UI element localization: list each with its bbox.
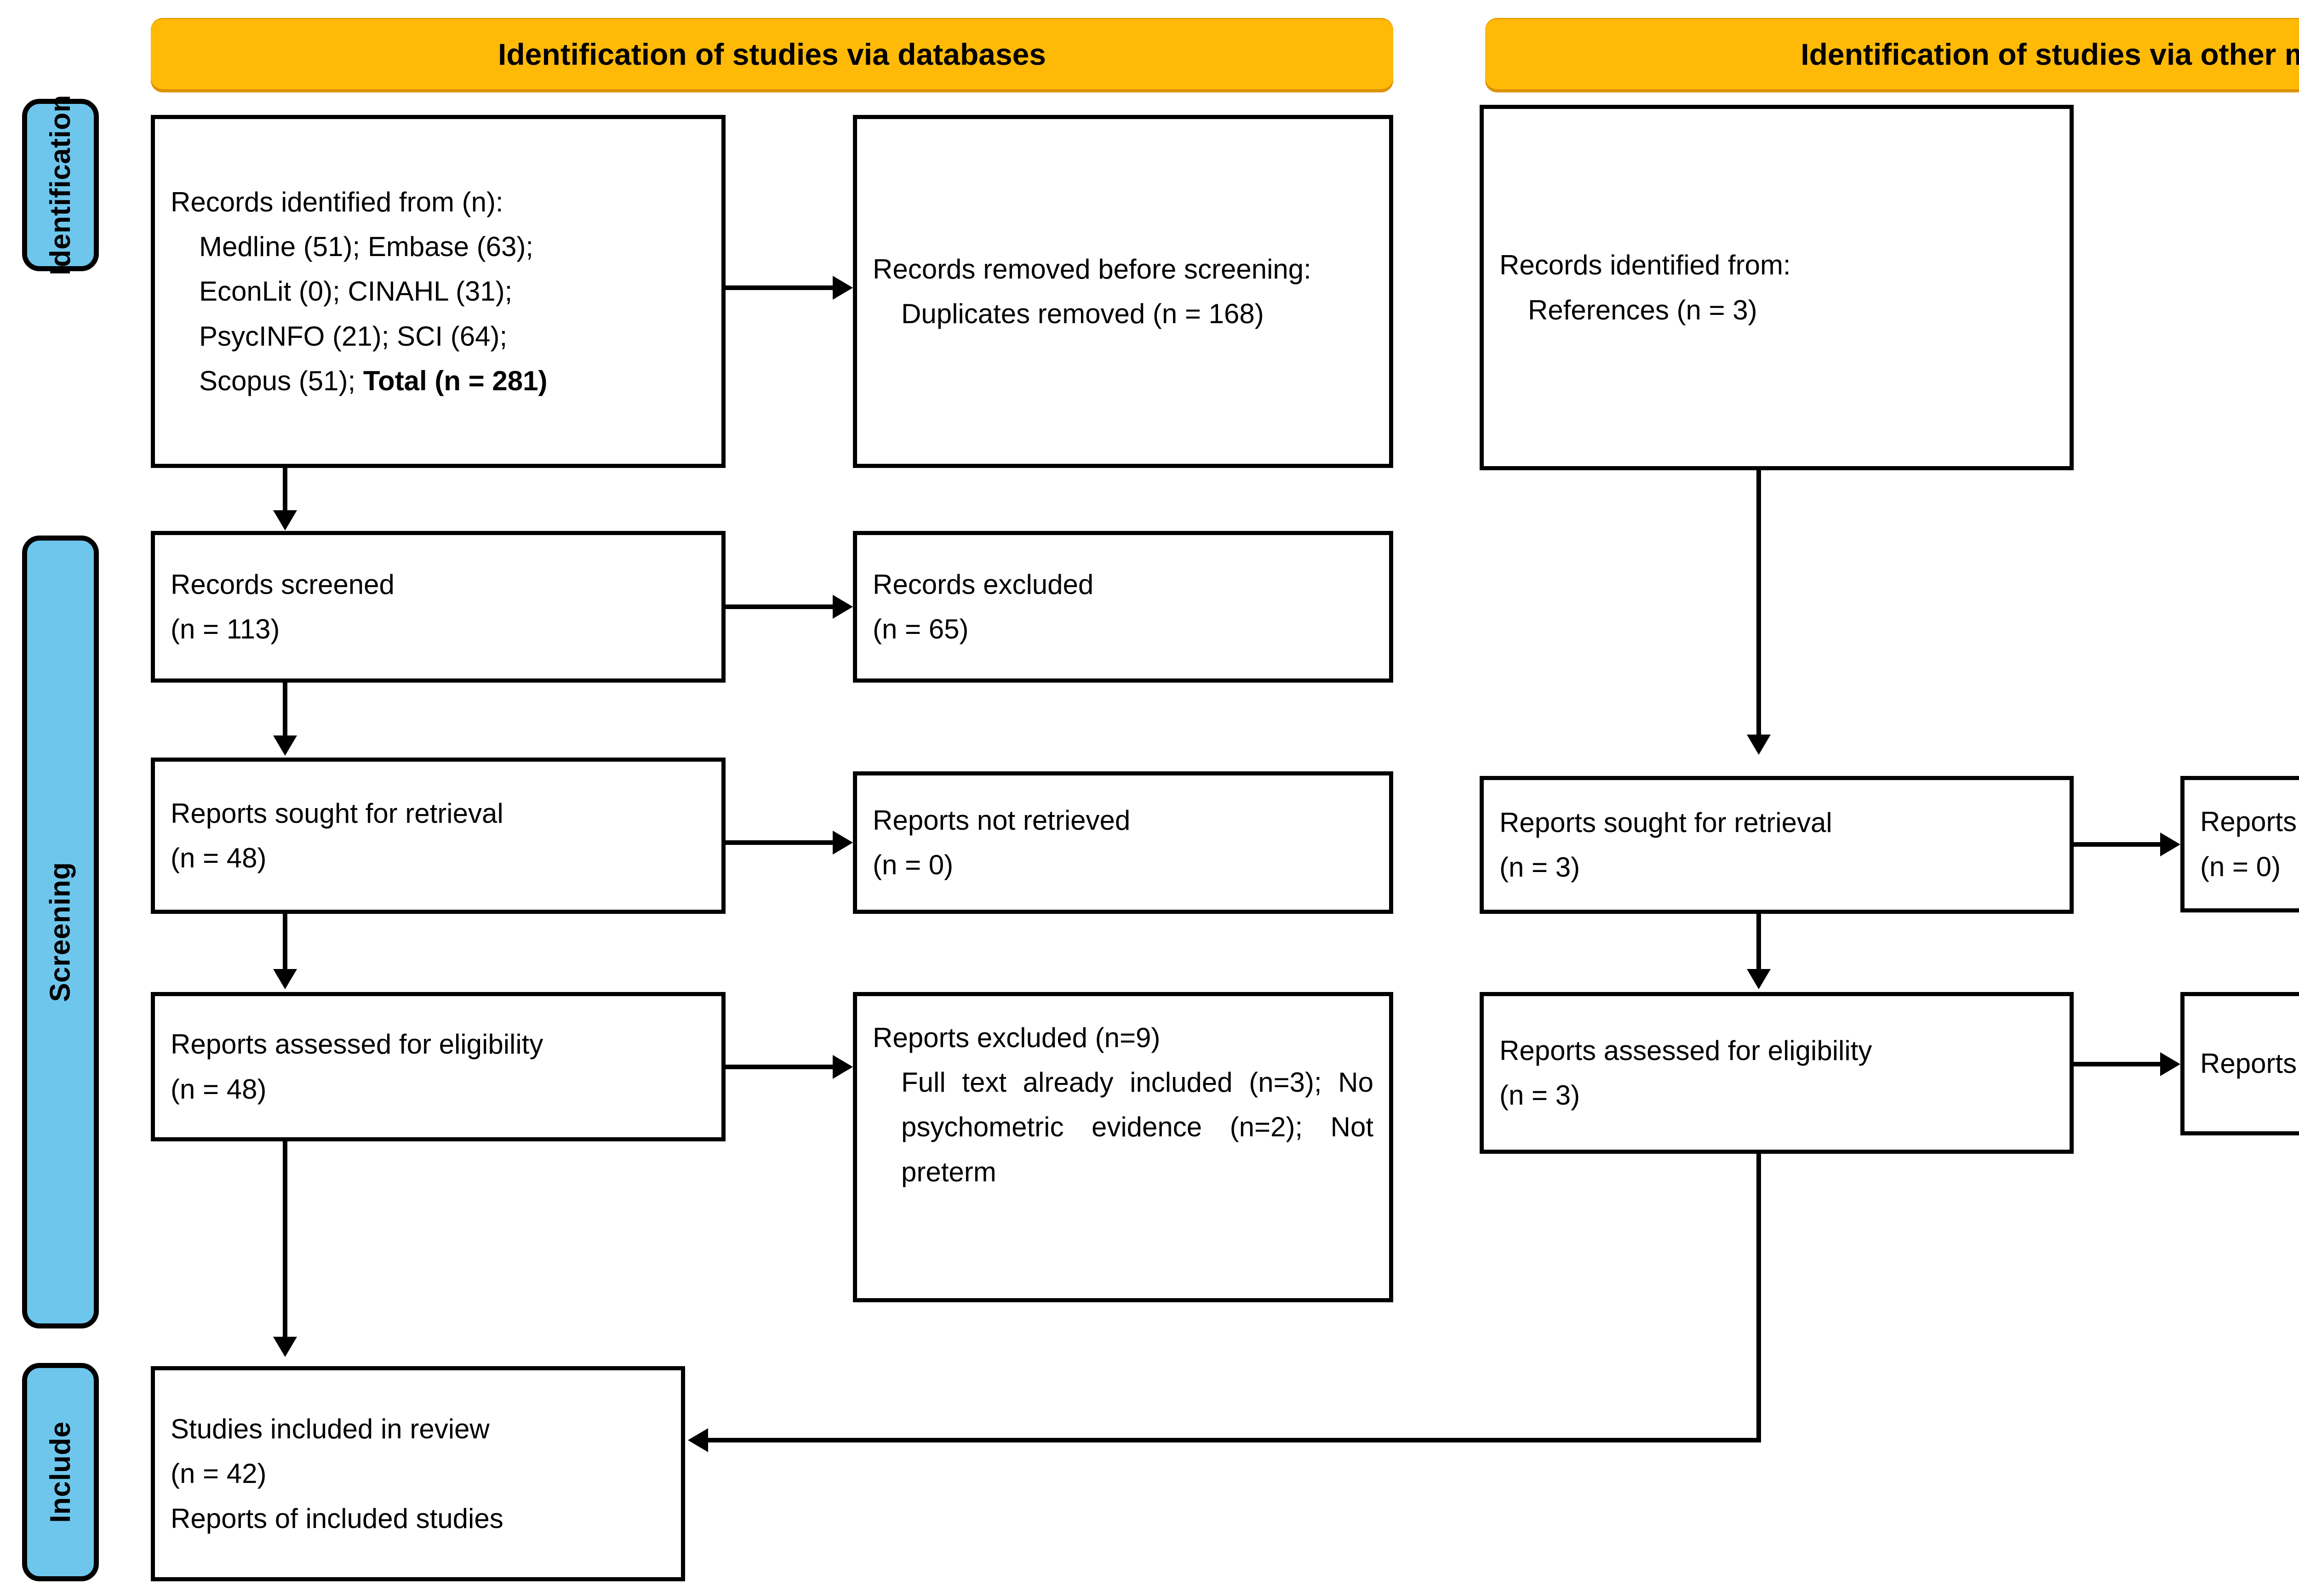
records-screened-label: Records screened <box>171 569 395 600</box>
other-reports-sought-count: (n = 3) <box>1499 852 1580 883</box>
arrowhead-other-assessed-to-excluded <box>2160 1052 2180 1076</box>
connector-assessed-to-included <box>283 1141 287 1339</box>
box-records-removed-before-screening: Records removed before screening: Duplic… <box>853 115 1393 468</box>
box-records-screened: Records screened (n = 113) <box>151 531 726 683</box>
phase-tab-screening-label: Screening <box>45 862 76 1002</box>
arrowhead-sought-to-notretrieved <box>833 831 853 855</box>
arrowhead-other-assessed-to-included <box>688 1428 708 1452</box>
reports-not-retrieved-count: (n = 0) <box>873 849 954 880</box>
reports-assessed-count: (n = 48) <box>171 1073 267 1105</box>
phase-tab-identification: Identification <box>22 95 99 275</box>
connector-identified-to-removed <box>726 285 833 290</box>
other-identified-heading: Records identified from: <box>1499 250 1791 281</box>
banner-databases: Identification of studies via databases <box>151 19 1393 89</box>
other-reports-excluded-label: Reports excluded (n = 0) <box>2200 1048 2299 1079</box>
connector-other-assessed-left <box>708 1438 1761 1442</box>
box-reports-not-retrieved-databases: Reports not retrieved (n = 0) <box>853 771 1393 914</box>
records-identified-source-3: PsycINFO (21); SCI (64); <box>199 320 508 352</box>
arrowhead-other-identified-to-sought <box>1747 735 1771 755</box>
studies-included-line1: Studies included in review <box>171 1414 490 1445</box>
arrowhead-screened-to-sought <box>273 735 297 756</box>
box-reports-not-retrieved-other: Reports not retrieved (n = 0) <box>2180 776 2299 912</box>
records-identified-source-2: EconLit (0); CINAHL (31); <box>199 276 513 307</box>
box-reports-assessed-other: Reports assessed for eligibility (n = 3) <box>1480 992 2074 1154</box>
arrowhead-other-sought-to-notretrieved <box>2160 832 2180 856</box>
connector-other-identified-to-sought <box>1756 470 1761 737</box>
records-identified-total: Scopus (51); Total (n = 281) <box>171 359 706 403</box>
records-removed-duplicates: Duplicates removed (n = 168) <box>901 298 1264 329</box>
box-reports-excluded-other: Reports excluded (n = 0) <box>2180 992 2299 1135</box>
connector-other-assessed-down <box>1756 1154 1761 1442</box>
records-removed-heading: Records removed before screening: <box>873 253 1311 285</box>
connector-screened-to-excluded <box>726 604 833 609</box>
arrowhead-assessed-to-included <box>273 1337 297 1357</box>
reports-not-retrieved-label: Reports not retrieved <box>873 804 1131 836</box>
connector-identified-to-screened <box>283 468 287 514</box>
arrowhead-screened-to-excluded <box>833 595 853 619</box>
records-excluded-count: (n = 65) <box>873 614 969 644</box>
connector-other-sought-to-notretrieved <box>2074 842 2160 847</box>
other-reports-sought-label: Reports sought for retrieval <box>1499 807 1832 838</box>
phase-tab-identification-label: Identification <box>45 95 76 275</box>
reports-sought-label: Reports sought for retrieval <box>171 798 503 829</box>
connector-assessed-to-excluded <box>726 1065 833 1069</box>
box-records-identified-other: Records identified from: References (n =… <box>1480 105 2074 470</box>
box-reports-sought-other: Reports sought for retrieval (n = 3) <box>1480 776 2074 914</box>
other-reports-not-retrieved-count: (n = 0) <box>2200 851 2281 882</box>
studies-included-line2: (n = 42) <box>171 1458 267 1489</box>
other-reports-assessed-count: (n = 3) <box>1499 1080 1580 1111</box>
records-identified-total-prefix: Scopus (51); <box>199 365 363 396</box>
arrowhead-other-sought-to-assessed <box>1747 969 1771 989</box>
records-screened-count: (n = 113) <box>171 614 280 644</box>
box-records-excluded: Records excluded (n = 65) <box>853 531 1393 683</box>
box-reports-assessed-databases: Reports assessed for eligibility (n = 48… <box>151 992 726 1141</box>
arrowhead-identified-to-screened <box>273 510 297 530</box>
connector-other-sought-to-assessed <box>1756 914 1761 971</box>
box-records-identified-databases: Records identified from (n): Medline (51… <box>151 115 726 468</box>
arrowhead-identified-to-removed <box>833 276 853 300</box>
records-identified-heading: Records identified from (n): <box>171 187 503 218</box>
studies-included-line3: Reports of included studies <box>171 1503 503 1534</box>
other-identified-references: References (n = 3) <box>1528 294 1757 325</box>
reports-excluded-heading: Reports excluded (n=9) <box>873 1022 1161 1053</box>
records-excluded-label: Records excluded <box>873 569 1094 600</box>
reports-excluded-reasons: Full text already included (n=3); No psy… <box>901 1067 1373 1187</box>
other-reports-not-retrieved-label: Reports not retrieved <box>2200 806 2299 838</box>
phase-tab-include: Include <box>22 1363 99 1581</box>
phase-tab-include-label: Include <box>45 1421 76 1523</box>
phase-tab-screening: Screening <box>22 536 99 1328</box>
arrowhead-sought-to-assessed <box>273 969 297 989</box>
connector-sought-to-notretrieved <box>726 840 833 845</box>
arrowhead-assessed-to-excluded <box>833 1055 853 1079</box>
connector-other-assessed-to-excluded <box>2074 1062 2160 1066</box>
records-identified-source-1: Medline (51); Embase (63); <box>199 231 533 262</box>
box-studies-included: Studies included in review (n = 42) Repo… <box>151 1366 685 1581</box>
records-identified-total-bold: Total (n = 281) <box>363 365 548 396</box>
connector-screened-to-sought <box>283 683 287 738</box>
banner-other-methods: Identification of studies via other meth… <box>1485 19 2299 89</box>
banner-other-methods-label: Identification of studies via other meth… <box>1801 37 2299 71</box>
banner-databases-label: Identification of studies via databases <box>498 37 1046 71</box>
other-reports-assessed-label: Reports assessed for eligibility <box>1499 1035 1872 1066</box>
box-reports-sought-databases: Reports sought for retrieval (n = 48) <box>151 758 726 914</box>
reports-assessed-label: Reports assessed for eligibility <box>171 1029 543 1060</box>
reports-sought-count: (n = 48) <box>171 843 267 873</box>
connector-sought-to-assessed <box>283 914 287 971</box>
box-reports-excluded-databases: Reports excluded (n=9) Full text already… <box>853 992 1393 1302</box>
